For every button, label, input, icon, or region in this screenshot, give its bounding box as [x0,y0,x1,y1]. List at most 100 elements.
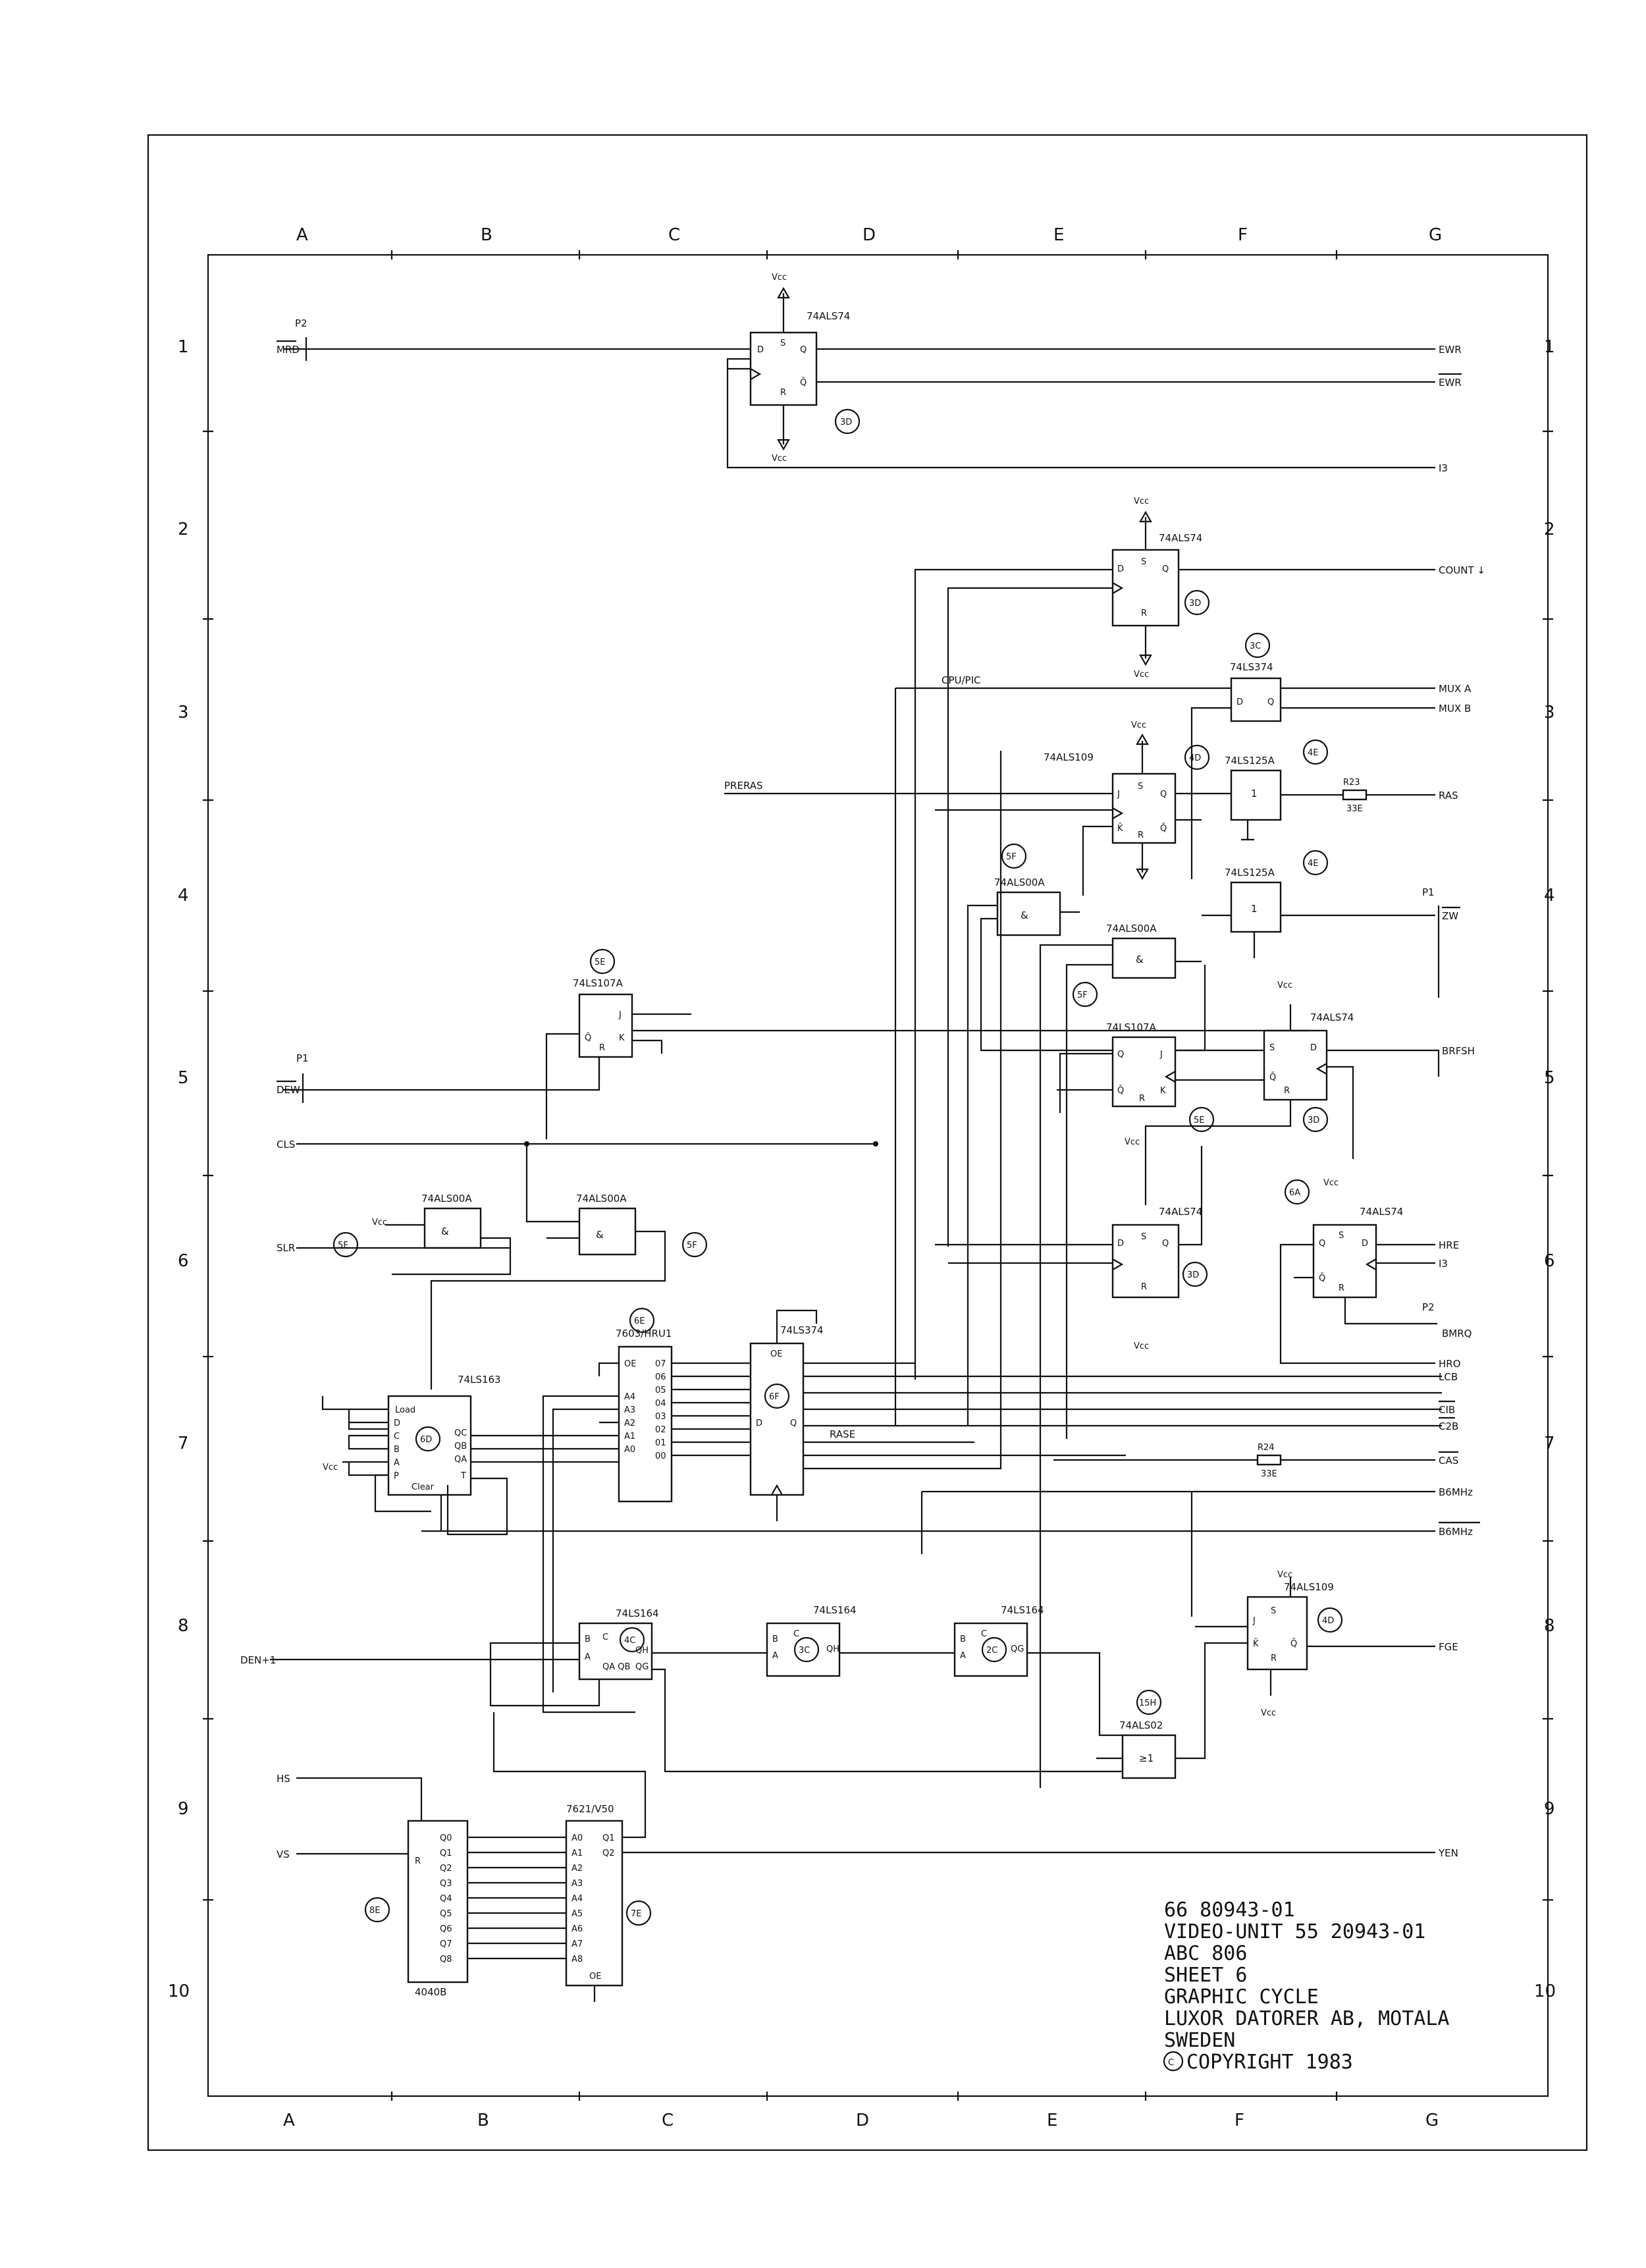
svg-text:05: 05 [655,1386,666,1395]
svg-text:A4: A4 [571,1894,583,1904]
svg-text:Q̄: Q̄ [1319,1274,1325,1283]
svg-text:Q̄: Q̄ [585,1033,591,1043]
column-label: G [1425,2111,1439,2130]
svg-text:B: B [394,1445,400,1455]
row-label: 4 [1544,886,1555,905]
svg-text:Vcc: Vcc [323,1463,338,1472]
svg-text:Vcc: Vcc [1134,497,1149,506]
wires-prom [542,1362,751,1714]
row-label: 1 [178,337,189,357]
svg-text:74ALS74: 74ALS74 [1310,1012,1354,1023]
svg-text:I3: I3 [1439,1258,1448,1270]
svg-text:C2B: C2B [1439,1420,1458,1432]
svg-text:HS: HS [277,1773,290,1785]
svg-text:7603/HRU1: 7603/HRU1 [616,1328,672,1339]
wires-ras [724,792,1435,896]
svg-text:Vcc: Vcc [772,454,787,464]
column-label: C [662,2111,674,2130]
row-label: 3 [178,703,189,722]
svg-text:Load: Load [395,1405,415,1415]
svg-text:Vcc: Vcc [1277,981,1292,990]
svg-text:J: J [1117,790,1120,799]
svg-text:A: A [585,1652,591,1662]
svg-text:≥1: ≥1 [1139,1752,1154,1764]
wires-mux [894,687,1435,1426]
svg-text:3C: 3C [799,1646,810,1656]
svg-text:A1: A1 [624,1432,635,1442]
svg-text:A4: A4 [624,1392,635,1402]
svg-text:EWR: EWR [1439,377,1462,389]
svg-text:74LS125A: 74LS125A [1225,867,1275,878]
svg-text:74LS164: 74LS164 [813,1604,857,1616]
svg-text:EWR: EWR [1439,344,1462,356]
svg-text:4C: 4C [624,1636,635,1646]
row-label: 10 [1534,1982,1556,2001]
svg-text:Q3: Q3 [440,1879,452,1889]
svg-text:74ALS00A: 74ALS00A [576,1193,627,1204]
svg-text:Q7: Q7 [440,1939,452,1949]
svg-text:6D: 6D [420,1435,432,1445]
svg-text:QG: QG [1011,1644,1024,1654]
svg-text:P2: P2 [1422,1301,1435,1313]
svg-text:A2: A2 [624,1418,635,1428]
wires-hs-vs [296,1777,423,1855]
wire-clear [374,1474,431,1513]
svg-text:74LS163: 74LS163 [458,1374,501,1386]
svg-text:33E: 33E [1261,1469,1277,1479]
svg-text:MRD: MRD [277,344,300,356]
unit-name: VIDEO-UNIT 55 20943-01 [1164,1920,1425,1943]
svg-text:07: 07 [655,1359,666,1369]
svg-text:CAS: CAS [1439,1455,1458,1467]
svg-text:OE: OE [589,1972,601,1982]
svg-text:D: D [1117,564,1124,574]
svg-text:4D: 4D [1322,1616,1334,1626]
svg-text:Q̄: Q̄ [1269,1073,1276,1083]
svg-text:3D: 3D [1308,1116,1319,1125]
svg-text:Q: Q [790,1418,797,1428]
svg-text:6A: 6A [1289,1188,1300,1198]
svg-text:R: R [780,388,786,398]
svg-text:74LS374: 74LS374 [1230,661,1273,673]
wires-nand-left [385,1146,666,1390]
wires-count [914,568,1435,1380]
svg-text:5F: 5F [687,1241,697,1251]
svg-text:BRFSH: BRFSH [1442,1045,1475,1057]
svg-text:B: B [960,1634,966,1644]
svg-text:Q: Q [1267,697,1274,707]
svg-text:Q4: Q4 [440,1894,452,1904]
row-label: 7 [1544,1434,1555,1453]
svg-text:K: K [1160,1086,1166,1096]
svg-text:74ALS02: 74ALS02 [1119,1719,1163,1731]
svg-text:C: C [981,1629,987,1639]
column-label: A [296,225,308,245]
row-label: 6 [1544,1251,1555,1271]
column-label: B [477,2111,489,2130]
svg-text:S: S [1138,782,1143,792]
svg-text:03: 03 [655,1412,666,1422]
svg-text:A0: A0 [624,1445,635,1455]
svg-text:&: & [1021,909,1028,921]
product-name: ABC 806 [1164,1942,1247,1965]
svg-text:C: C [602,1633,608,1642]
column-label: E [1047,2111,1057,2130]
svg-text:3D: 3D [840,418,852,427]
svg-text:K̄: K̄ [1117,824,1123,834]
svg-text:A: A [960,1651,966,1661]
svg-text:74ALS00A: 74ALS00A [421,1193,472,1204]
svg-text:T: T [460,1471,466,1481]
svg-text:Q1: Q1 [440,1849,452,1858]
svg-text:74LS374: 74LS374 [780,1324,824,1336]
row-label: 3 [1544,703,1555,722]
svg-text:74LS125A: 74LS125A [1225,755,1275,767]
svg-text:Vcc: Vcc [1125,1137,1140,1147]
wires-clock [421,1490,1435,1617]
svg-text:C: C [1168,2058,1174,2068]
svg-text:74ALS00A: 74ALS00A [994,877,1045,888]
svg-text:Q: Q [1160,790,1167,799]
svg-text:3C: 3C [1250,641,1261,651]
column-labels-top: A B C D E F G [296,225,1442,245]
